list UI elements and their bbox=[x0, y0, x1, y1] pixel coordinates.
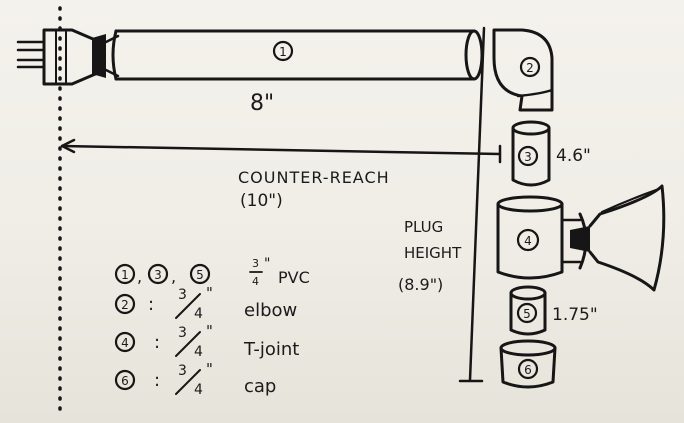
plug-height-label-line1: PLUG bbox=[404, 218, 443, 236]
left-plug bbox=[16, 28, 120, 86]
svg-text:4: 4 bbox=[194, 382, 203, 398]
svg-text::: : bbox=[154, 370, 160, 391]
part-4-marker bbox=[516, 228, 540, 252]
legend-row-elbow: 2 : 3 4 " elbow bbox=[114, 284, 297, 322]
svg-text:3: 3 bbox=[178, 363, 187, 379]
svg-text:,: , bbox=[137, 267, 142, 286]
legend-desc-elbow: elbow bbox=[244, 300, 297, 321]
part-2-marker bbox=[519, 56, 541, 78]
part-1-marker bbox=[272, 40, 294, 62]
counter-reach-label: COUNTER-REACH bbox=[238, 168, 390, 187]
svg-text:2: 2 bbox=[121, 298, 129, 312]
svg-text:3: 3 bbox=[154, 268, 162, 282]
svg-text:5: 5 bbox=[196, 268, 204, 282]
part-3-pipe: 3 bbox=[511, 120, 551, 187]
svg-text:4: 4 bbox=[194, 306, 203, 322]
svg-text:3: 3 bbox=[252, 257, 259, 270]
svg-text:3: 3 bbox=[178, 287, 187, 303]
legend-desc-pvc: PVC bbox=[278, 268, 310, 287]
svg-text::: : bbox=[154, 332, 160, 353]
svg-text:1: 1 bbox=[121, 268, 129, 282]
plug-height-value: (8.9") bbox=[398, 275, 443, 294]
plug-height-label-line2: HEIGHT bbox=[404, 244, 462, 262]
counter-reach-value: (10") bbox=[240, 191, 283, 211]
svg-text:3: 3 bbox=[178, 325, 187, 341]
legend-row-t-joint: 4 : 3 4 " T-joint bbox=[114, 322, 299, 360]
part-6-cap: 6 bbox=[499, 339, 557, 389]
part-1-label: 1 bbox=[279, 45, 287, 59]
svg-text:4: 4 bbox=[252, 275, 259, 288]
svg-text:4: 4 bbox=[121, 336, 129, 350]
part-2-label: 2 bbox=[526, 61, 534, 75]
part-5-length: 1.75" bbox=[552, 305, 598, 325]
plug-height-dimension bbox=[458, 26, 486, 383]
pipe-1-length: 8" bbox=[250, 91, 274, 116]
side-plug bbox=[570, 184, 666, 292]
svg-text::: : bbox=[148, 294, 154, 315]
svg-text:": " bbox=[264, 256, 270, 272]
svg-text:4: 4 bbox=[194, 344, 203, 360]
part-4-t-joint: 4 bbox=[496, 195, 588, 280]
part-2-elbow: 2 bbox=[492, 28, 554, 112]
legend-row-cap: 6 : 3 4 " cap bbox=[114, 360, 276, 398]
part-6-label: 6 bbox=[524, 363, 532, 377]
counter-reach-dimension bbox=[60, 138, 502, 164]
part-5-pipe: 5 bbox=[509, 285, 547, 336]
legend: 1 , 3 , 5 3 4 " PVC 2 : 3 4 " elbow 4 bbox=[114, 256, 310, 398]
legend-desc-t-joint: T-joint bbox=[243, 339, 299, 360]
legend-desc-cap: cap bbox=[244, 376, 276, 397]
part-6-marker bbox=[517, 358, 539, 380]
legend-row-pvc: 1 , 3 , 5 3 4 " PVC bbox=[114, 256, 310, 288]
part-5-label: 5 bbox=[523, 307, 531, 321]
svg-text:6: 6 bbox=[121, 374, 129, 388]
pipe-1: 1 bbox=[111, 29, 484, 81]
part-3-length: 4.6" bbox=[556, 146, 591, 166]
svg-text:": " bbox=[206, 360, 213, 378]
part-3-marker bbox=[517, 145, 539, 167]
part-3-label: 3 bbox=[524, 150, 532, 164]
svg-text:,: , bbox=[171, 267, 176, 286]
svg-text:": " bbox=[206, 284, 213, 302]
part-5-marker bbox=[516, 302, 538, 324]
part-4-label: 4 bbox=[524, 234, 532, 248]
svg-text:": " bbox=[206, 322, 213, 340]
